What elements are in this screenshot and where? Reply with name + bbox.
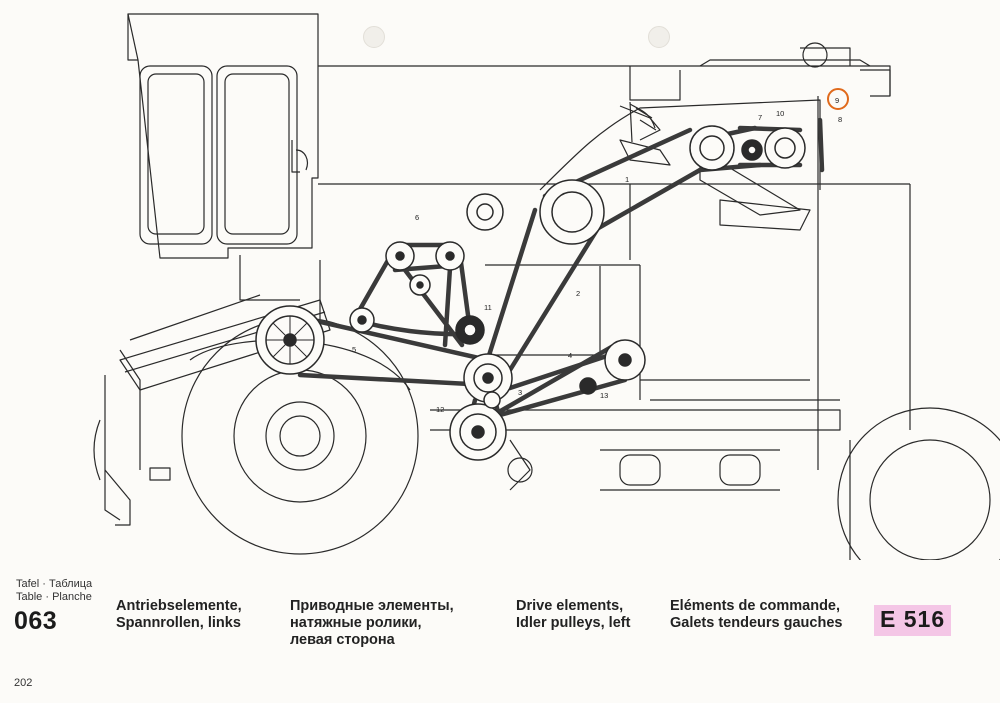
- combine-harvester-drive-diagram: 1 2 3 4 5 6 7 8 9 10 11 12 13: [93, 13, 1000, 560]
- callout-9: 9: [835, 96, 839, 105]
- caption-english-line: Drive elements,: [516, 598, 624, 614]
- caption-russian-line: натяжные ролики,: [290, 615, 422, 631]
- callout-4: 4: [568, 351, 572, 360]
- rear-wheel: [837, 407, 1000, 560]
- callout-6: 6: [415, 213, 419, 222]
- caption-russian-line: левая сторона: [290, 632, 395, 648]
- callout-numbers: 1 2 3 4 5 6 7 8 9 10 11 12 13: [352, 96, 842, 414]
- caption-russian: Приводные элементы, натяжные ролики, лев…: [290, 598, 454, 649]
- caption-german-line: Antriebselemente,: [116, 598, 242, 614]
- caption-french-line: Galets tendeurs gauches: [670, 615, 843, 631]
- callout-5: 5: [352, 345, 356, 354]
- pulley-idler-3: [483, 391, 501, 409]
- operator-cab: [127, 13, 319, 259]
- pulleys: [255, 125, 806, 461]
- callout-12: 12: [436, 405, 444, 414]
- tafel-label-line: Tafel · Таблица: [16, 578, 93, 590]
- tafel-label: Tafel · Таблица Table · Planche: [16, 578, 92, 604]
- caption-russian-line: Приводные элементы,: [290, 598, 454, 614]
- callout-1: 1: [625, 175, 629, 184]
- punch-hole-left: [363, 26, 385, 48]
- lower-frame: [430, 409, 841, 491]
- machine-body: [239, 42, 911, 470]
- caption-french-line: Eléments de commande,: [670, 598, 841, 614]
- page-number: 202: [14, 677, 33, 689]
- caption-french: Eléments de commande, Galets tendeurs ga…: [670, 598, 842, 632]
- callout-2: 2: [576, 289, 580, 298]
- callout-8: 8: [838, 115, 842, 124]
- callout-10: 10: [776, 109, 784, 118]
- table-number: 063: [14, 607, 58, 635]
- callout-13: 13: [600, 391, 608, 400]
- drive-belts: [287, 117, 825, 423]
- tafel-label-line: Table · Planche: [16, 591, 92, 603]
- callout-7: 7: [758, 113, 762, 122]
- callout-11: 11: [484, 303, 492, 312]
- model-badge: E 516: [874, 605, 952, 636]
- caption-english: Drive elements, Idler pulleys, left: [516, 598, 630, 632]
- highlight-circle: [827, 88, 849, 110]
- punch-hole-right: [648, 26, 670, 48]
- caption-english-line: Idler pulleys, left: [516, 615, 631, 631]
- callout-3: 3: [518, 388, 522, 397]
- pulley-idler-13: [579, 377, 597, 395]
- caption-german: Antriebselemente, Spannrollen, links: [116, 598, 242, 632]
- caption-german-line: Spannrollen, links: [116, 615, 241, 631]
